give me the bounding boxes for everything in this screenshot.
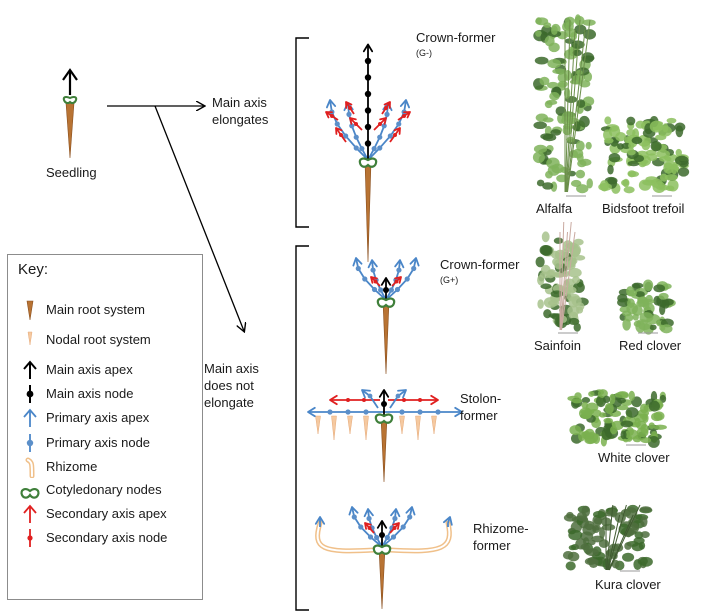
upper-bracket (295, 37, 309, 228)
rhizome-former-schematic (314, 506, 453, 610)
cotyledonary-node-icon (18, 479, 42, 501)
key-item: Primary axis apex (16, 407, 200, 429)
plant-label-kura-clover: Kura clover (595, 577, 661, 592)
key-item-label: Primary axis apex (46, 410, 150, 425)
seedling-label: Seedling (46, 165, 97, 180)
crown-former-g-minus-schematic (325, 43, 411, 263)
key-item: Nodal root system (16, 329, 200, 351)
crown-former-g-plus-schematic (352, 257, 420, 375)
main-axis-node-icon (18, 383, 42, 405)
red-clover-plant-image (617, 279, 676, 335)
key-item: Main axis apex (16, 359, 200, 381)
plant-label-bidsfoot-trefoil: Bidsfoot trefoil (602, 201, 685, 216)
rhizome-former-label: Rhizome-former (473, 521, 529, 553)
primary-axis-apex-icon (18, 407, 42, 429)
main-root-icon (18, 299, 42, 321)
nodal-root-icon (18, 329, 42, 351)
stolon-former-schematic (307, 389, 463, 483)
sainfoin-plant-image (535, 221, 589, 332)
secondary-axis-node-icon (18, 527, 42, 549)
primary-axis-node-icon (18, 432, 42, 454)
key-item-label: Rhizome (46, 459, 98, 474)
alfalfa-plant-image (532, 14, 597, 194)
secondary-axis-apex-icon (18, 503, 42, 525)
white-clover-plant-image (567, 389, 667, 448)
key-item: Main axis node (16, 383, 200, 405)
key-item: Secondary axis node (16, 527, 200, 549)
main-axis-apex-icon (18, 359, 42, 381)
key-item: Main root system (16, 299, 200, 321)
key-item-label: Cotyledonary nodes (46, 482, 162, 497)
crown-former-g-minus-sub: (G-) (416, 48, 432, 58)
crown-former-g-minus-label: Crown-former (416, 30, 496, 45)
key-item: Rhizome (16, 456, 200, 479)
plant-label-red-clover: Red clover (619, 338, 682, 353)
lower-branch-arrow (154, 105, 244, 331)
key-item-label: Secondary axis apex (46, 506, 167, 521)
key-item-label: Main axis node (46, 386, 134, 401)
bidsfoot-trefoil-plant-image (598, 115, 690, 194)
kura-clover-plant-image (562, 504, 653, 571)
plant-label-white-clover: White clover (598, 450, 670, 465)
key-item-label: Secondary axis node (46, 530, 168, 545)
key-item-label: Nodal root system (46, 332, 151, 347)
key-item: Secondary axis apex (16, 503, 200, 525)
plant-label-alfalfa: Alfalfa (536, 201, 573, 216)
stolon-former-label: Stolon-former (460, 391, 502, 423)
key-item: Cotyledonary nodes (16, 479, 200, 501)
seedling-icon (62, 68, 78, 159)
scale-bars (558, 195, 672, 572)
key-title: Key: (18, 261, 49, 278)
key-item-label: Main axis apex (46, 362, 133, 377)
rhizome-icon (18, 456, 42, 479)
plant-label-sainfoin: Sainfoin (534, 338, 581, 353)
key-item-label: Main root system (46, 302, 145, 317)
key-item-label: Primary axis node (46, 435, 151, 450)
lower-bracket (295, 245, 309, 611)
crown-former-g-plus-sub: (G+) (440, 275, 459, 285)
crown-former-g-plus-label: Crown-former (440, 257, 520, 272)
key-item: Primary axis node (16, 432, 200, 454)
